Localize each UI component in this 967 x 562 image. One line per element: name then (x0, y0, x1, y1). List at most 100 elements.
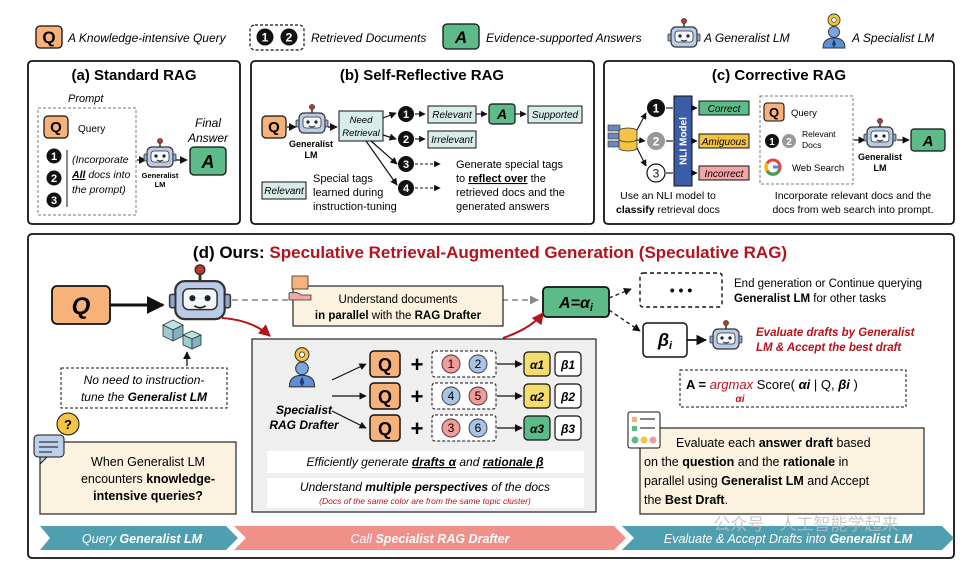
panel-c-web-search: Web Search (792, 163, 844, 174)
stage-bar-2 (234, 526, 626, 550)
draft-doc-num: 5 (475, 389, 482, 403)
panel-c-query-label: Query (791, 108, 817, 119)
panel-c-prompt-doc1: 1 (769, 137, 775, 148)
chat-icon (33, 434, 65, 466)
panel-b-title: (b) Self-Reflective RAG (340, 67, 504, 84)
formula-sub: αi (736, 394, 745, 405)
panel-c-doc2-num: 2 (653, 135, 660, 149)
panel-c-prompt-box (759, 95, 854, 185)
panel-b-gen-1: Generate special tags (456, 159, 564, 171)
panel-b-relevant-example (261, 181, 307, 200)
panel-b-special-3: instruction-tuning (313, 201, 397, 213)
panel-c-lm-1: Generalist (858, 152, 902, 162)
efficient-text: Efficiently generate drafts α and ration… (306, 455, 544, 469)
stage-bar-1 (40, 526, 238, 550)
no-need-1: No need to instruction- (84, 373, 205, 387)
beta-text: βi (657, 330, 673, 352)
draft-alpha-box (523, 351, 551, 377)
panel-b-gen-3: retrieved docs and the (456, 187, 565, 199)
panel-b-doc4-num: 4 (403, 183, 410, 195)
panel-a-doc2-num: 2 (51, 173, 57, 185)
draft-query-icon (369, 350, 401, 378)
panel-c-cap-4: docs from web search into prompt. (772, 204, 933, 216)
panel-b-supported-text: Supported (532, 110, 579, 121)
specialist-2: RAG Drafter (269, 418, 340, 432)
panel-a-doc2 (46, 170, 62, 186)
panel-a-final-2: Answer (187, 131, 229, 145)
legend-doc2-num: 2 (286, 31, 293, 45)
panel-b-need-1: Need (350, 115, 373, 126)
panel-c-cap-3: Incorporate relevant docs and the (775, 190, 932, 202)
eval-1: Evaluate drafts by Generalist (756, 327, 916, 339)
stage-1-text: Query Generalist LM (82, 532, 203, 546)
draft-doc (468, 354, 488, 374)
panel-b-doc1-num: 1 (403, 109, 409, 121)
understand-2: in parallel with the RAG Drafter (315, 310, 482, 322)
draft-doc-num: 1 (448, 357, 455, 371)
draft-alpha: α3 (530, 422, 544, 436)
panel-c-relevant-1: Relevant (802, 129, 836, 139)
evalbox-4: the Best Draft. (644, 493, 728, 507)
panel-b-special-1: Special tags (313, 173, 373, 185)
legend-specialist-label: A Specialist LM (851, 31, 934, 45)
question-mark: ? (64, 417, 72, 432)
panel-c-prompt-doc2: 2 (786, 137, 792, 148)
main-generalist-icon (168, 263, 232, 321)
panel-b-answer-glyph: A (496, 106, 507, 122)
panel-a-query-icon (43, 115, 69, 139)
watermark: 公众号 · 人工智能学起来 (713, 515, 898, 534)
plus-sign: + (411, 384, 424, 409)
panel-b-need-2: Retrieval (342, 128, 380, 139)
panel-a-prompt-box (37, 107, 137, 216)
draft-query-icon (369, 382, 401, 410)
legend-query-label: A Knowledge-intensive Query (67, 31, 227, 45)
panel-b-need-retrieval (338, 110, 384, 142)
legend-query-glyph: Q (42, 28, 55, 47)
database-icon (607, 124, 638, 152)
panel-b-lm-1: Generalist (289, 139, 333, 149)
legend-doc1-icon (256, 28, 274, 46)
stage-2-text: Call Specialist RAG Drafter (350, 532, 510, 546)
when-2: encounters knowledge- (81, 472, 215, 486)
stage-3-text: Evaluate & Accept Drafts into Generalist… (664, 532, 913, 546)
panel-a-lm-label-1: Generalist (142, 171, 179, 180)
draft-alpha: α1 (530, 358, 544, 372)
panel-b-relevant-text: Relevant (432, 110, 473, 121)
checklist-icon (627, 411, 661, 449)
panel-c-incorrect-text: Incorrect (705, 169, 745, 180)
panel-c-query-icon (763, 102, 785, 122)
draft-beta-box (554, 383, 582, 409)
panel-standard-rag: (a) Standard RAG Prompt Q Query 1 2 3 (I… (27, 60, 241, 225)
panel-a-text-3: the prompt) (72, 184, 126, 196)
panel-b-query-icon (261, 115, 287, 139)
draft-doc (441, 354, 461, 374)
panel-a-title: (a) Standard RAG (71, 67, 196, 84)
panel-c-amiguous-text: Amiguous (701, 137, 746, 148)
draft-doc (441, 386, 461, 406)
understand-1: Understand documents (339, 294, 458, 306)
legend-answer-icon (442, 23, 480, 50)
legend-answers-label: Evidence-supported Answers (486, 31, 642, 45)
formula-text: A = argmax Score( αi | Q, βi ) (686, 377, 858, 392)
panel-c-title: (c) Corrective RAG (712, 67, 846, 84)
multi-text: Understand multiple perspectives of the … (300, 480, 550, 494)
draft-beta-box (554, 415, 582, 441)
panel-a-doc3 (46, 192, 62, 208)
panel-b-gen-2: to reflect over the (456, 173, 546, 185)
evaluate-box (639, 427, 925, 515)
evalbox-2: on the question and the rationale in (644, 455, 848, 469)
panel-c-answer-glyph: A (922, 133, 934, 150)
draft-query-glyph: Q (378, 387, 392, 407)
panel-c-cap-2: classify retrieval docs (616, 204, 720, 216)
dots-text: • • • (670, 282, 693, 298)
when-1: When Generalist LM (91, 455, 205, 469)
no-need-box (60, 367, 228, 409)
draft-beta: β3 (560, 422, 575, 436)
eval-2: LM & Accept the best draft (756, 342, 902, 354)
panel-c-relevant-2: Docs (802, 140, 821, 150)
panel-b-gen-4: generated answers (456, 201, 550, 213)
draft-doc-num: 3 (448, 421, 455, 435)
specialist-icon (822, 13, 846, 49)
